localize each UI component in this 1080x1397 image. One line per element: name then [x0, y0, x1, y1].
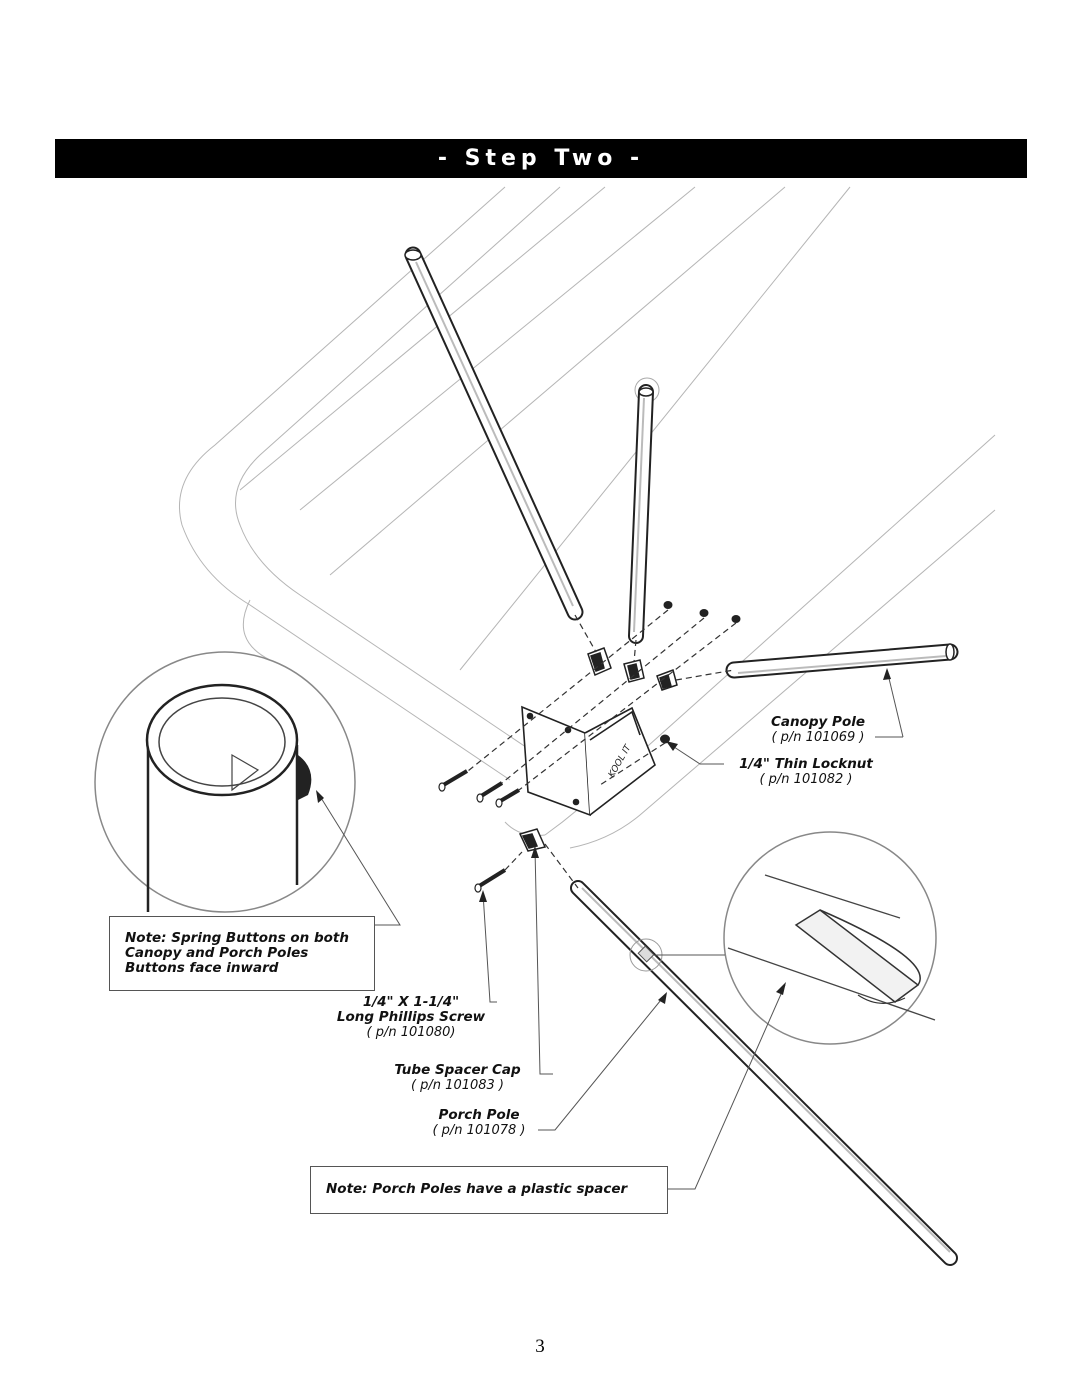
- note-line-2: Canopy and Porch Poles: [125, 945, 309, 961]
- callout-arrowheads: [316, 668, 891, 1004]
- porch-pole-callout: Porch Pole ( p/n 101078 ): [418, 1107, 540, 1139]
- canopy-pole-label: Canopy Pole: [770, 714, 866, 730]
- cart-frame-outline: [178, 186, 996, 849]
- callout-leader-lines: [317, 669, 904, 1190]
- canopy-pole-pn: ( p/n 101069 ): [771, 730, 865, 745]
- thin-locknut-pn: ( p/n 101082 ): [759, 772, 853, 787]
- porch-pole-pn: ( p/n 101078 ): [432, 1123, 526, 1138]
- tube-spacer-caps: [518, 647, 678, 852]
- thin-locknut-callout: 1/4" Thin Locknut ( p/n 101082 ): [726, 756, 886, 788]
- spring-buttons-note: Note: Spring Buttons on both Canopy and …: [109, 916, 375, 991]
- spring-button-detail-circle: [94, 651, 356, 913]
- plastic-spacer-detail-circle: [723, 831, 937, 1045]
- tube-spacer-cap-pn: ( p/n 101083 ): [410, 1078, 505, 1093]
- locknuts: [660, 601, 741, 744]
- canopy-pole-horizontal: [725, 643, 959, 679]
- assembly-guide-lines: [467, 609, 737, 889]
- tube-spacer-cap-label: Tube Spacer Cap: [394, 1062, 521, 1078]
- page-number: 3: [535, 1336, 545, 1357]
- phillips-screw-callout: 1/4" X 1-1/4" Long Phillips Screw ( p/n …: [328, 994, 494, 1041]
- corner-bracket: KOOL IT: [521, 705, 656, 817]
- step-title-banner: - Step Two -: [55, 139, 1027, 178]
- phillips-screws: [438, 769, 521, 893]
- porch-note-text: Note: Porch Poles have a plastic spacer: [326, 1181, 628, 1197]
- thin-locknut-label: 1/4" Thin Locknut: [739, 756, 873, 772]
- canopy-pole-center: [628, 377, 660, 644]
- step-title: - Step Two -: [437, 146, 645, 171]
- porch-pole-label: Porch Pole: [438, 1107, 520, 1123]
- note-line-3: Buttons face inward: [125, 960, 279, 976]
- porch-spacer-note: Note: Porch Poles have a plastic spacer: [310, 1166, 668, 1214]
- canopy-pole-left: [404, 246, 584, 621]
- porch-pole: [570, 880, 958, 1266]
- phillips-screw-size: 1/4" X 1-1/4": [362, 994, 460, 1010]
- canopy-pole-callout: Canopy Pole ( p/n 101069 ): [762, 714, 874, 746]
- phillips-screw-label: Long Phillips Screw: [336, 1009, 486, 1025]
- tube-spacer-cap-callout: Tube Spacer Cap ( p/n 101083 ): [385, 1062, 530, 1094]
- phillips-screw-pn: ( p/n 101080): [366, 1025, 456, 1040]
- note-line-1: Note: Spring Buttons on both: [125, 930, 349, 946]
